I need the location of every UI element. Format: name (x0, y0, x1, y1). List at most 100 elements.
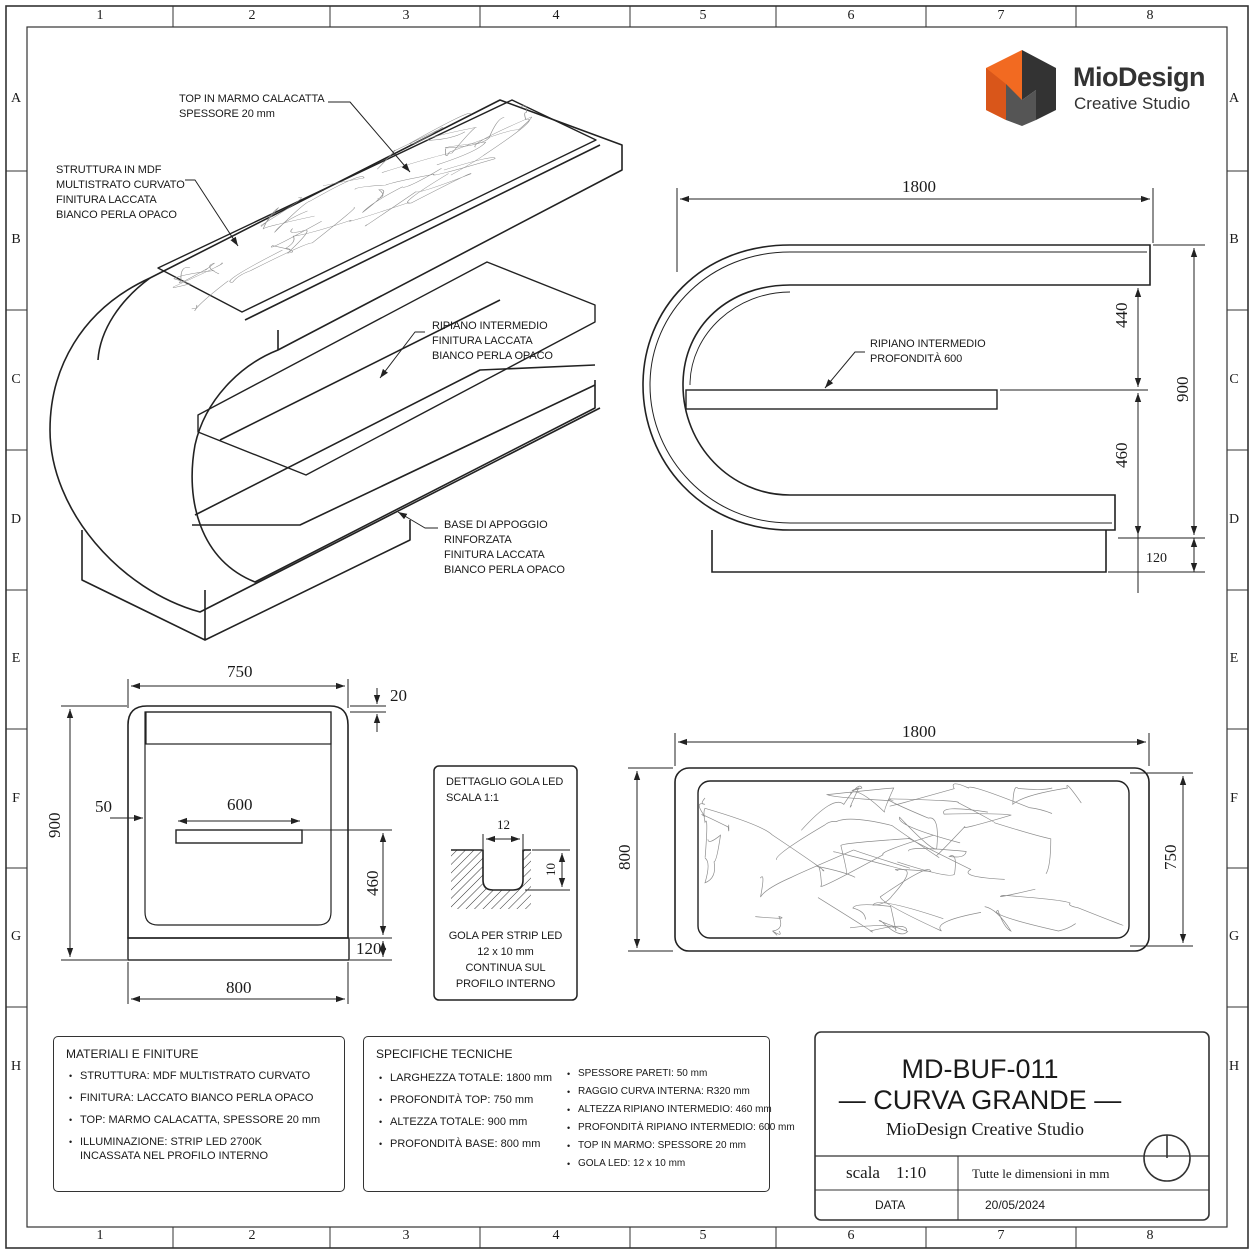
iso-outer-shell (49, 99, 623, 613)
front-c-outer (642, 244, 1151, 531)
grid-col-label: 2 (248, 8, 256, 23)
front-base (711, 530, 1107, 573)
logo-subtitle: Creative Studio (1074, 94, 1191, 113)
plan-marble-veins (698, 783, 1124, 936)
dim-side-height: 900 (45, 812, 64, 839)
title-name: — CURVA GRANDE — (838, 1085, 1122, 1115)
spec-item: PROFONDITÀ BASE: 800 mm (376, 1137, 552, 1151)
iso-shelf-lower-edge (219, 299, 501, 441)
grid-row-label: F (12, 791, 20, 806)
materials-list: STRUTTURA: MDF MULTISTRATO CURVATO FINITU… (66, 1069, 332, 1163)
spec-item: RAGGIO CURVA INTERNA: R320 mm (564, 1085, 795, 1099)
front-c-inner (649, 251, 1147, 524)
dim-plan-width: 1800 (902, 722, 936, 741)
spec-item: ALTEZZA RIPIANO INTERMEDIO: 460 mm (564, 1103, 795, 1117)
grid-col-label: 7 (997, 1228, 1005, 1243)
grid-col-label: 8 (1146, 1228, 1154, 1243)
materials-box: MATERIALI E FINITURE STRUTTURA: MDF MULT… (53, 1036, 345, 1192)
iso-marble-veins (172, 105, 532, 312)
grid-row-label: E (11, 651, 21, 666)
grid-col-label: 6 (847, 8, 855, 23)
side-top (145, 711, 332, 745)
front-profile-view (642, 188, 1205, 593)
spec-item: PROFONDITÀ TOP: 750 mm (376, 1093, 552, 1107)
grid-row-label: A (10, 91, 22, 106)
grid-row-label: D (10, 512, 22, 527)
side-base (127, 937, 350, 961)
grid-col-label: 3 (402, 8, 410, 23)
grid-row-label: H (1228, 1059, 1240, 1074)
side-outer (127, 705, 349, 939)
logo-mark (986, 50, 1056, 126)
grid-col-label: 1 (96, 8, 104, 23)
spec-item: STRUTTURA: MDF MULTISTRATO CURVATO (66, 1069, 332, 1083)
dim-plan-depth-inner: 750 (1161, 844, 1180, 871)
grid-col-label: 4 (552, 1228, 560, 1243)
grid-row-label: H (10, 1059, 22, 1074)
sheet-frame (5, 5, 1249, 1249)
grid-row-label: G (1228, 929, 1240, 944)
specs-box: SPECIFICHE TECNICHE LARGHEZZA TOTALE: 18… (363, 1036, 795, 1192)
dim-front-total: 900 (1173, 376, 1192, 403)
grid-col-label: 7 (997, 8, 1005, 23)
plan-marble (697, 780, 1130, 939)
dim-front-width: 1800 (902, 177, 936, 196)
date-value: 20/05/2024 (985, 1198, 1046, 1212)
specs-list-right: SPESSORE PARETI: 50 mm RAGGIO CURVA INTER… (564, 1067, 795, 1175)
dim-front-base: 120 (1146, 551, 1167, 566)
grid-row-label: C (1229, 372, 1239, 387)
dim-plan-depth-outer: 800 (615, 844, 634, 871)
dim-side-base-width: 800 (226, 978, 252, 997)
grid-row-label: F (1230, 791, 1238, 806)
plan-view (628, 733, 1193, 952)
dim-side-width: 750 (227, 662, 253, 681)
grid-col-label: 1 (96, 1228, 104, 1243)
title-code: MD-BUF-011 (901, 1054, 1059, 1084)
grid-row-label: D (1228, 512, 1240, 527)
grid-row-label: A (1228, 91, 1240, 106)
title-studio: MioDesign Creative Studio (886, 1119, 1084, 1139)
grid-col-label: 8 (1146, 8, 1154, 23)
iso-bottom-inner (192, 364, 596, 526)
dim-side-shelf-width: 600 (227, 795, 253, 814)
front-shelf (685, 389, 998, 410)
title-block-frame (814, 1031, 1210, 1221)
led-detail (433, 765, 578, 1001)
dim-side-inset: 50 (95, 797, 112, 816)
spec-item: TOP IN MARMO: SPESSORE 20 mm (564, 1139, 795, 1153)
side-inner (144, 711, 332, 926)
plan-outer (674, 767, 1150, 952)
spec-item: FINITURA: LACCATO BIANCO PERLA OPACO (66, 1091, 332, 1105)
grid-row-label: B (11, 232, 21, 247)
materials-title: MATERIALI E FINITURE (66, 1047, 199, 1061)
spec-item: ILLUMINAZIONE: STRIP LED 2700KINCASSATA … (66, 1135, 332, 1163)
spec-item: SPESSORE PARETI: 50 mm (564, 1067, 795, 1081)
spec-item: PROFONDITÀ RIPIANO INTERMEDIO: 600 mm (564, 1121, 795, 1135)
grid-col-label: 5 (699, 1228, 707, 1243)
dim-side-base: 120 (356, 939, 382, 958)
scale-label: scala (846, 1163, 880, 1182)
scale-value: 1:10 (896, 1163, 927, 1182)
iso-top-front-edge (244, 144, 601, 321)
dim-side-shelf-height: 460 (363, 870, 382, 897)
dim-front-lower: 460 (1112, 442, 1131, 469)
iso-marble-top (157, 99, 597, 313)
side-view (61, 679, 392, 1004)
grid-row-label: B (1229, 232, 1239, 247)
specs-list-left: LARGHEZZA TOTALE: 1800 mmPROFONDITÀ TOP:… (376, 1071, 552, 1159)
iso-inner-shell (97, 277, 279, 361)
specs-title: SPECIFICHE TECNICHE (376, 1047, 513, 1061)
spec-item: ALTEZZA TOTALE: 900 mm (376, 1115, 552, 1129)
dim-side-top: 20 (390, 686, 407, 705)
grid-col-label: 4 (552, 8, 560, 23)
logo-name: MioDesign (1073, 62, 1206, 92)
grid-row-label: C (11, 372, 21, 387)
scale-note: Tutte le dimensioni in mm (972, 1166, 1110, 1181)
